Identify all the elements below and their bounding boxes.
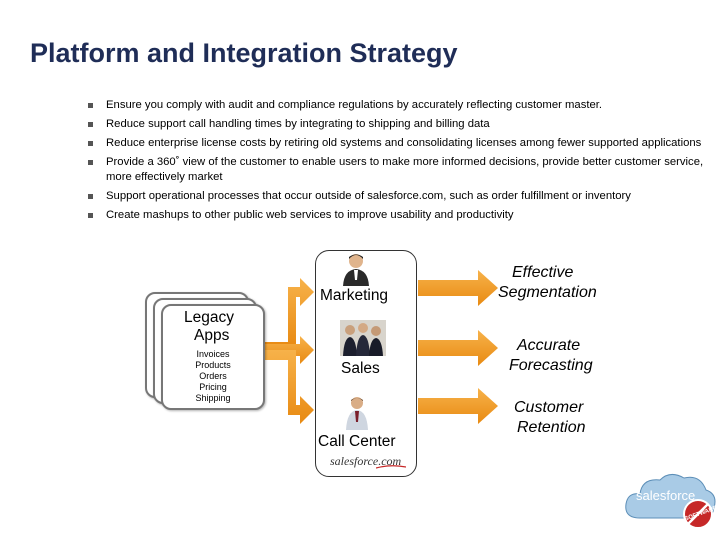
bullet-item: Ensure you comply with audit and complia… <box>88 98 720 113</box>
legacy-apps-title: Legacy Apps <box>184 309 234 344</box>
legacy-item: Invoices <box>196 349 230 359</box>
bullet-square-icon <box>88 213 93 218</box>
bullet-item: Reduce support call handling times by in… <box>88 117 720 132</box>
legacy-item: Shipping <box>195 393 231 403</box>
salesforce-cloud-logo-icon <box>625 474 716 529</box>
outcome-forecasting: Accurate Forecasting <box>509 337 593 374</box>
bullet-square-icon <box>88 141 93 146</box>
bullet-list: Ensure you comply with audit and complia… <box>88 98 720 227</box>
corner-salesforce-text: salesforce <box>636 488 696 503</box>
legacy-item: Pricing <box>199 382 227 392</box>
call-center-person-icon <box>346 397 368 430</box>
legacy-card-front <box>161 304 265 410</box>
outcome-retention: Customer Retention <box>514 399 586 436</box>
bullet-item: Support operational processes that occur… <box>88 189 720 204</box>
legacy-item: Products <box>195 360 231 370</box>
outcome-arrow-3 <box>418 388 498 424</box>
outcome-arrow-2 <box>418 330 498 366</box>
role-marketing: Marketing <box>320 287 389 304</box>
legacy-apps-list: Invoices Products Orders Pricing Shippin… <box>192 349 234 404</box>
legacy-branch-arrow <box>262 278 314 424</box>
bullet-item: Create mashups to other public web servi… <box>88 208 720 223</box>
bullet-item: Provide a 360˚ view of the customer to e… <box>88 155 720 185</box>
salesforce-logo-swoosh-icon <box>376 465 406 469</box>
legacy-item: Orders <box>199 371 227 381</box>
bullet-square-icon <box>88 160 93 165</box>
salesforce-logo-text: salesforce.com <box>330 454 402 468</box>
bullet-square-icon <box>88 122 93 127</box>
outcome-arrow-1 <box>418 270 498 306</box>
sales-group-icon <box>340 320 386 356</box>
outcome-segmentation: Effective Segmentation <box>498 264 597 301</box>
bullet-square-icon <box>88 103 93 108</box>
bullet-square-icon <box>88 194 93 199</box>
slide-title: Platform and Integration Strategy <box>30 38 458 68</box>
salesforce-platform-box <box>315 250 417 477</box>
bullet-item: Reduce enterprise license costs by retir… <box>88 136 720 151</box>
marketing-person-icon <box>343 254 369 286</box>
role-call-center: Call Center <box>318 433 396 450</box>
role-sales: Sales <box>341 360 380 377</box>
